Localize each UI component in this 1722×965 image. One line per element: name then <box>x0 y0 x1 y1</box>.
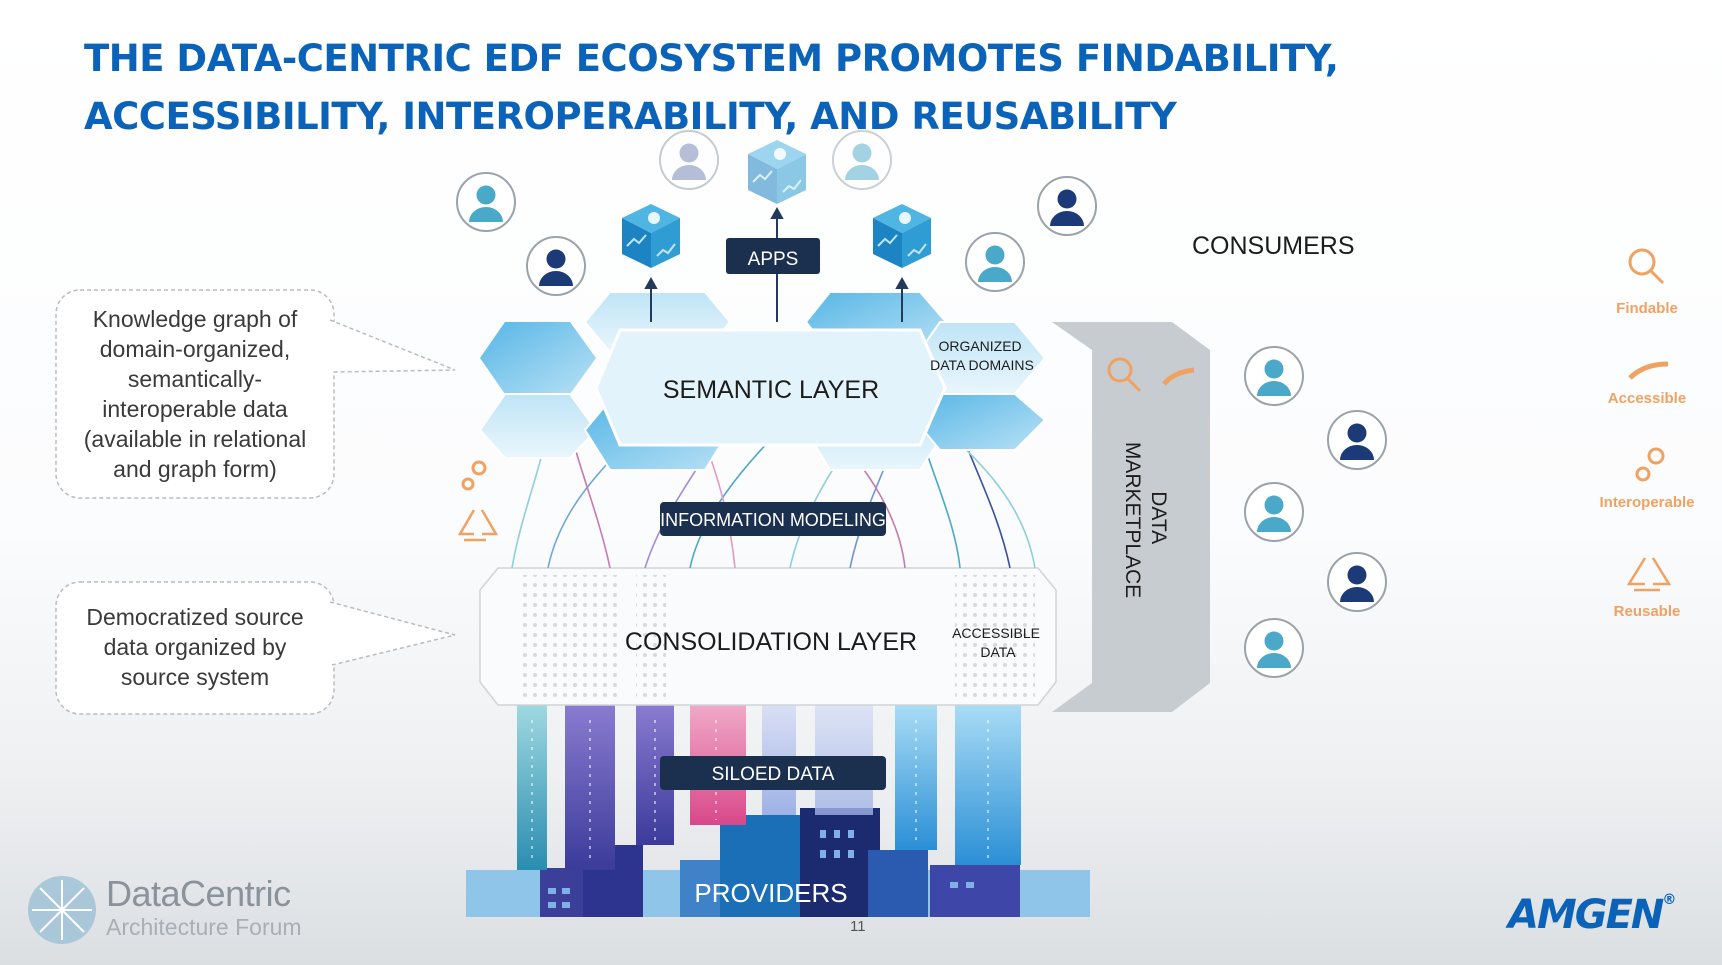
consolidation-callout-text: Democratized source data organized by so… <box>86 604 304 690</box>
person-icon <box>1244 618 1304 678</box>
trademark-mark: ® <box>1662 892 1676 908</box>
page-number: 11 <box>850 918 866 935</box>
person-icon <box>965 232 1025 292</box>
gears-icon <box>1635 447 1665 482</box>
person-icon <box>1244 346 1304 406</box>
consolidation-callout-bubble <box>55 581 456 715</box>
consolidation-layer-label: CONSOLIDATION LAYER <box>625 628 917 656</box>
gears-icon <box>461 460 487 491</box>
semantic-layer <box>478 291 1047 471</box>
siloed-box <box>660 756 886 790</box>
legend-accessible-label: Accessible <box>1607 390 1687 407</box>
person-icon <box>1327 552 1387 612</box>
magnifier-icon <box>1628 248 1665 285</box>
person-icon <box>456 172 516 232</box>
apps-box <box>726 238 820 274</box>
forum-brand: DataCentric Architecture Forum <box>106 875 302 941</box>
accessible-data-label: ACCESSIBLE DATA <box>952 625 1044 660</box>
modeling-box <box>660 502 886 536</box>
person-icon <box>832 130 892 190</box>
forum-name: DataCentric <box>106 873 291 914</box>
semantic-callout-text: Knowledge graph of domain-organized, sem… <box>83 306 307 482</box>
data-marketplace-bracket <box>1052 322 1210 712</box>
legend-reusable-label: Reusable <box>1613 603 1681 620</box>
person-icon <box>1244 482 1304 542</box>
legend-findable-label: Findable <box>1616 300 1678 317</box>
magnifier-icon <box>1107 357 1142 393</box>
hand-icon <box>1162 367 1195 386</box>
consumers-label: CONSUMERS <box>1192 232 1355 260</box>
data-cube-icon <box>747 139 807 205</box>
data-cube-icon <box>872 203 932 269</box>
recycle-icon <box>457 509 499 542</box>
person-icon <box>1037 176 1097 236</box>
person-icon <box>526 236 586 296</box>
providers-label: PROVIDERS <box>694 878 847 908</box>
legend-interoperable-label: Interoperable <box>1599 494 1695 511</box>
providers-city <box>466 808 1090 917</box>
data-marketplace-label: DATA MARKETPLACE <box>1121 442 1170 598</box>
company-logo: AMGEN® <box>1508 892 1676 938</box>
modeling-label: INFORMATION MODELING <box>660 510 886 530</box>
slide-title: THE DATA-CENTRIC EDF ECOSYSTEM PROMOTES … <box>84 37 1339 138</box>
data-cube-icon <box>621 203 681 269</box>
semantic-layer-label: SEMANTIC LAYER <box>663 376 879 404</box>
siloed-label: SILOED DATA <box>712 764 835 785</box>
datacentric-logo-icon <box>28 876 96 944</box>
apps-label: APPS <box>748 249 799 270</box>
recycle-icon <box>1626 557 1672 592</box>
person-icon <box>1327 410 1387 470</box>
forum-subtitle: Architecture Forum <box>106 914 302 940</box>
person-icon <box>659 130 719 190</box>
organized-domains-label: ORGANIZED DATA DOMAINS <box>930 338 1034 373</box>
consolidation-layer <box>479 567 1057 706</box>
hand-icon <box>1628 361 1669 380</box>
semantic-callout-bubble <box>55 289 456 499</box>
